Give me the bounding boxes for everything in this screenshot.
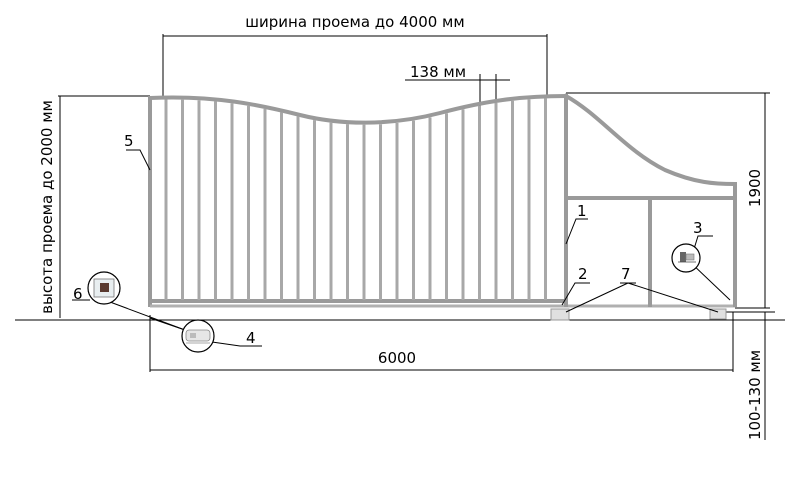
callout-1: 1 <box>565 202 588 245</box>
callout-3-number: 3 <box>693 219 703 237</box>
motor-drive-icon <box>185 329 211 344</box>
foundation-depth-dimension: 100-130 мм <box>715 311 775 440</box>
side-height-dimension: 1900 <box>566 92 770 309</box>
height-dimension: высота проема до 2000 мм <box>38 95 150 318</box>
callout-4: 4 <box>149 317 262 353</box>
side-height-label: 1900 <box>746 169 764 207</box>
gap-dimension: 138 мм <box>405 63 510 112</box>
height-label: высота проема до 2000 мм <box>38 100 56 314</box>
total-length-label: 6000 <box>378 349 416 367</box>
carriages <box>550 308 727 321</box>
curved-top-rail <box>147 93 569 125</box>
callout-2-leader <box>561 282 590 306</box>
callout-3: 3 <box>671 219 731 301</box>
callout-5: 5 <box>124 132 151 171</box>
callout-7-number: 7 <box>621 265 631 283</box>
gap-label: 138 мм <box>410 63 466 81</box>
width-dimension: ширина проема до 4000 мм <box>162 13 548 96</box>
carriage-left <box>550 308 570 321</box>
tail-curve <box>563 93 738 187</box>
callout-7: 7 <box>565 265 719 313</box>
callout-7-leader-right <box>627 282 719 313</box>
callout-2: 2 <box>561 265 590 306</box>
callout-1-leader <box>565 218 588 245</box>
photocell-icon <box>678 252 696 263</box>
callout-5-number: 5 <box>124 132 134 150</box>
foundation-label: 100-130 мм <box>746 350 764 440</box>
callout-6-number: 6 <box>73 285 83 303</box>
gate-frame <box>147 93 738 308</box>
callout-4-leader-upper <box>149 317 186 331</box>
callout-1-number: 1 <box>577 202 587 220</box>
width-label: ширина проема до 4000 мм <box>245 13 464 31</box>
callout-2-number: 2 <box>578 265 588 283</box>
callout-5-leader <box>126 149 151 171</box>
callout-7-leader-left <box>565 282 629 313</box>
vertical-bars <box>164 98 547 300</box>
callout-4-number: 4 <box>246 329 256 347</box>
control-unit-icon <box>93 278 115 298</box>
total-length-dimension: 6000 <box>149 312 734 372</box>
carriage-right <box>709 308 727 320</box>
callout-4-leader <box>211 341 262 347</box>
